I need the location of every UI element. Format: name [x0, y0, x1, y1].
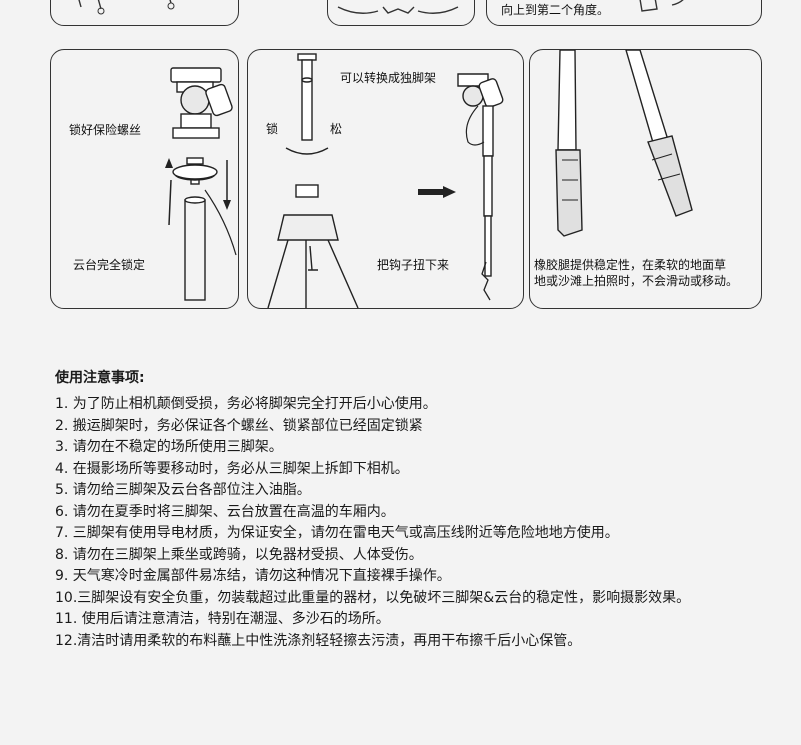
- note-item: 10.三脚架设有安全负重，勿装载超过此重量的器材，以免破坏三脚架&云台的稳定性，…: [55, 589, 691, 606]
- note-item: 3. 请勿在不稳定的场所使用三脚架。: [55, 439, 283, 455]
- top-panel-middle: [327, 0, 475, 26]
- panel-rubber-feet: 橡胶腿提供稳定性，在柔软的地面草 地或沙滩上拍照时，不会滑动或移动。: [529, 49, 762, 309]
- monopod-conversion-illustration: [267, 53, 504, 308]
- note-item: 11. 使用后请注意清洁，特别在潮湿、多沙石的场所。: [55, 611, 390, 627]
- leg-angle-illustration: [639, 0, 684, 12]
- note-item: 4. 在摄影场所等要移动时，务必从三脚架上拆卸下相机。: [55, 460, 409, 477]
- tripod-feet-illustration: [78, 0, 175, 15]
- rubber-feet-illustration: [555, 50, 693, 237]
- tripod-head-illustration: [337, 6, 459, 14]
- ball-head-illustration: [165, 67, 237, 301]
- monopod-caption: 可以转换成独脚架: [340, 71, 437, 85]
- lock-screw-caption: 锁好保险螺丝: [69, 123, 142, 137]
- loose-label: 松: [330, 122, 343, 136]
- usage-notes-list: 1. 为了防止相机颠倒受损，务必将脚架完全打开后小心使用。 2. 搬运脚架时，务…: [55, 394, 785, 652]
- note-item: 7. 三脚架有使用导电材质，为保证安全，请勿在雷电天气或高压线附近等危险地地方使…: [55, 525, 619, 541]
- panel-head-lock: 锁好保险螺丝 云台完全锁定: [50, 49, 239, 309]
- rubber-feet-caption-line2: 地或沙滩上拍照时，不会滑动或移动。: [534, 274, 739, 288]
- unscrew-hook-caption: 把钩子扭下来: [377, 258, 450, 272]
- panel-monopod: 可以转换成独脚架 锁 松 把钩子扭下来: [247, 49, 524, 309]
- usage-notes: 使用注意事项: 1. 为了防止相机颠倒受损，务必将脚架完全打开后小心使用。 2.…: [55, 368, 785, 652]
- note-item: 12.清洁时请用柔软的布料蘸上中性洗涤剂轻轻擦去污渍，再用干布擦千后小心保管。: [55, 632, 582, 649]
- note-item: 1. 为了防止相机颠倒受损，务必将脚架完全打开后小心使用。: [55, 396, 437, 412]
- note-item: 5. 请勿给三脚架及云台各部位注入油脂。: [55, 482, 311, 498]
- usage-notes-title: 使用注意事项:: [55, 370, 145, 386]
- note-item: 2. 搬运脚架时，务必保证各个螺丝、锁紧部位已经固定锁紧: [55, 417, 423, 434]
- rubber-feet-caption-line1: 橡胶腿提供稳定性，在柔软的地面草: [534, 258, 727, 272]
- top-panel-left: [50, 0, 239, 26]
- note-item: 6. 请勿在夏季时将三脚架、云台放置在高温的车厢内。: [55, 503, 395, 520]
- top-right-caption: 向上到第二个角度。: [501, 3, 610, 17]
- note-item: 8. 请勿在三脚架上乘坐或跨骑，以免器材受损、人体受伤。: [55, 546, 423, 563]
- top-panel-right: 向上到第二个角度。: [486, 0, 762, 26]
- lock-label: 锁: [266, 122, 279, 136]
- note-item: 9. 天气寒冷时金属部件易冻结，请勿这种情况下直接裸手操作。: [55, 568, 451, 584]
- head-locked-caption: 云台完全锁定: [73, 258, 146, 272]
